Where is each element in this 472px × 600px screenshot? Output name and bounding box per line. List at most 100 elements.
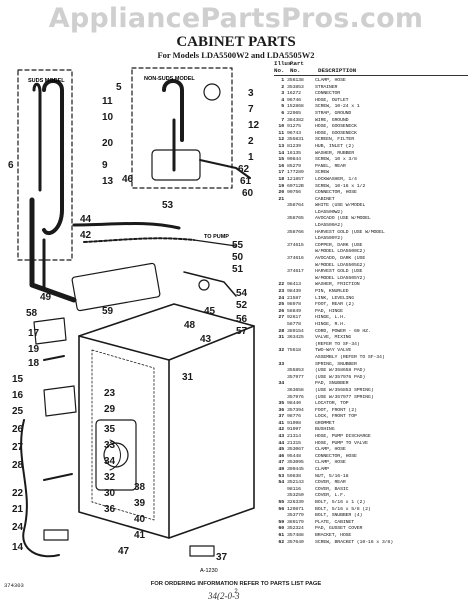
parts-row: 357976(USE W/357977 SPRING) (274, 395, 468, 402)
part-number: 353853 (287, 84, 304, 90)
callout-label: 37 (216, 552, 228, 563)
illus-number: 17 (278, 170, 284, 176)
callout-numbers: 5 11 10 20 6 9 3 7 12 2 1 46 62 61 60 13… (8, 82, 260, 563)
part-description: CONNECTOR, HOSE (315, 190, 357, 196)
non-suds-model-label: NON-SUDS MODEL (144, 76, 195, 82)
illus-number: 42 (278, 427, 284, 433)
part-description: BOLT, 5/16 x 5/8 (2) (315, 506, 371, 512)
part-description: PANEL, REAR (315, 163, 346, 169)
illus-number: 37 (278, 414, 284, 420)
part-description: SCREW, BRACKET (10-16 x 3/8) (315, 539, 393, 545)
part-description: PLATE, CABINET (315, 519, 354, 525)
part-description: (REFER TO SF-34) (315, 341, 360, 347)
illus-number: 47 (278, 460, 284, 466)
illus-number: 20 (278, 190, 284, 196)
callout-label: 20 (102, 138, 114, 149)
part-description: LOCK, FRONT TOP (315, 414, 357, 420)
part-description: CONNECTOR, HOSE (315, 453, 357, 459)
part-description: WASHER, FRICTION (315, 282, 360, 288)
part-description: FOOT, FRONT (2) (315, 407, 357, 413)
part-number: 120871 (287, 506, 304, 512)
part-description: W/MODEL LDA5505Y2) (315, 275, 366, 281)
parts-row: 374616 AVOCADO, DARK (USE (274, 256, 468, 263)
part-number: 60712B (287, 183, 304, 189)
part-number: 357640 (287, 539, 304, 545)
non-suds-gooseneck-hose (162, 79, 184, 142)
callout-label: 22 (12, 488, 24, 499)
part-number: 177289 (287, 170, 304, 176)
part-number: 91097 (287, 427, 301, 433)
illus-number: 4 (281, 97, 284, 103)
callout-label: 35 (104, 424, 116, 435)
part-description: VALVE, MIXING (315, 335, 352, 341)
pump-outline (103, 442, 129, 468)
part-number: 96746 (287, 97, 301, 103)
part-description: HOSE, GOOSENECK (315, 130, 357, 136)
illus-number: 60 (278, 526, 284, 532)
part-description: SCREW, 10-16 x 1/2 (315, 183, 366, 189)
illus-number: 35 (278, 401, 284, 407)
illus-number: 59 (278, 519, 284, 525)
illus-number: 11 (278, 130, 284, 136)
illus-number: 2 (281, 84, 284, 90)
callout-label: 59 (102, 306, 114, 317)
callout-label: 14 (12, 542, 24, 553)
part-description: LOCATOR, TOP (315, 401, 349, 407)
part-number (287, 236, 315, 243)
part-description: W/MODEL LDA5500C2) (315, 249, 366, 255)
illus-number: 12 (278, 137, 284, 143)
part-number: 352324 (287, 526, 304, 532)
callout-label: 40 (134, 514, 146, 525)
part-description: AVOCADO, DARK (USE (315, 256, 366, 262)
illus-number: 41 (278, 420, 284, 426)
illus-number (274, 355, 287, 362)
part-description: PAD, HINGE (315, 308, 343, 314)
callout-label: 29 (104, 404, 116, 415)
callout-label: 2 (248, 136, 254, 147)
part-number: 374616 (287, 256, 304, 262)
illus-number: 23 (278, 289, 284, 294)
part-number: 389154 (287, 328, 304, 334)
part-number: 58849 (287, 308, 301, 314)
parts-row: 363658(USE W/356853 SPRING) (274, 388, 468, 395)
part-description: FOOT, REAR (2) (315, 302, 354, 308)
part-description: GROMMET (315, 420, 335, 426)
parts-row: W/MODEL LDA5500C2) (274, 249, 468, 256)
part-number: 363658 (287, 387, 304, 393)
callout-label: 32 (104, 472, 116, 483)
illus-number: 61 (278, 532, 284, 538)
part-number: 98413 (287, 282, 301, 288)
illus-number (274, 513, 287, 520)
part-number: 98116 (287, 486, 301, 492)
illus-number: 54 (278, 480, 284, 486)
part-number: 355831 (287, 137, 304, 143)
part-number: 75618 (287, 348, 301, 354)
part-number: 384382 (287, 117, 304, 123)
page-title: CABINET PARTS (176, 34, 296, 50)
non-suds-connector-assembly (151, 149, 201, 181)
mixing-valve-assembly (71, 262, 161, 312)
part-description: STRAP, GROUND (315, 110, 352, 116)
description-header: DESCRIPTION (318, 67, 357, 74)
part-description: COVER, REAR (315, 480, 346, 486)
illus-number (274, 263, 287, 270)
parts-row: ASSEMBLY (REFER TO SF-34) (274, 355, 468, 362)
part-number: 92617 (287, 315, 301, 321)
callout-label: 17 (28, 328, 40, 339)
illus-number: 28 (278, 328, 284, 334)
part-number: 363425 (287, 335, 304, 341)
